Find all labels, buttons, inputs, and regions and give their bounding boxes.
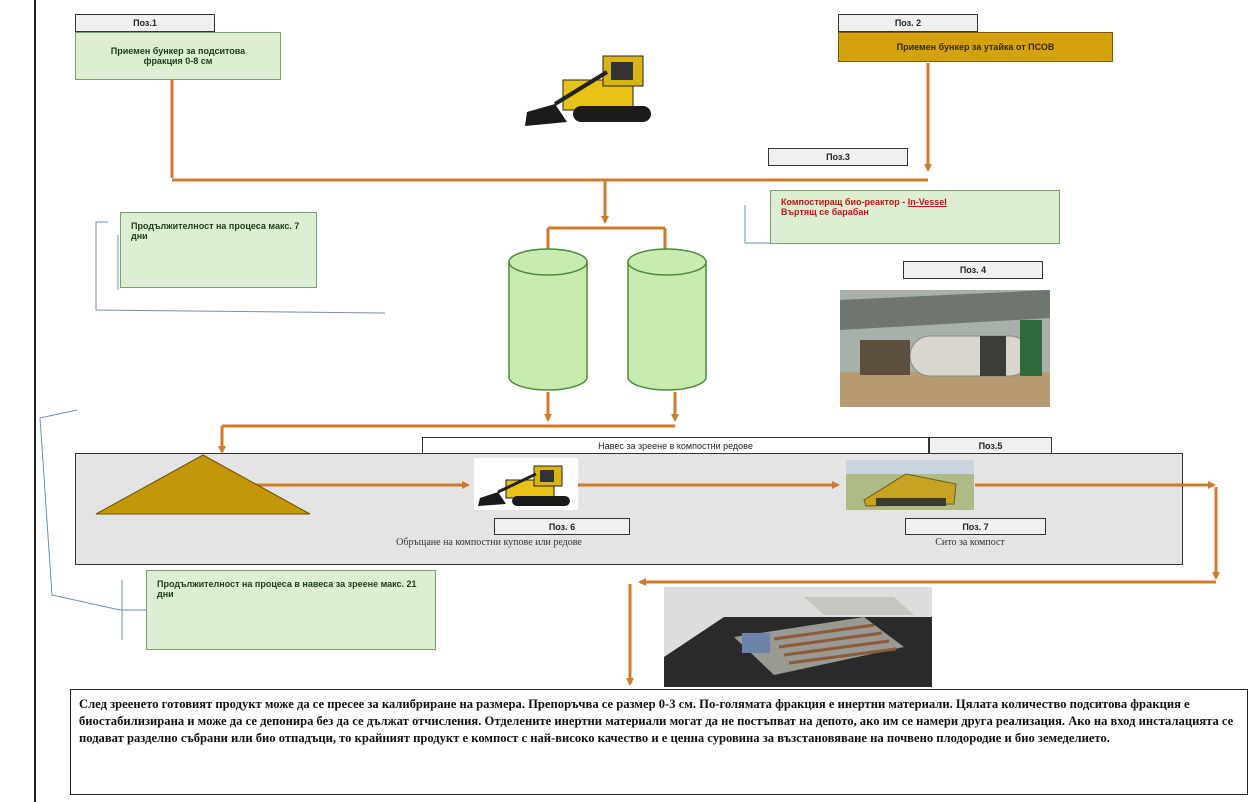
description-text: След зреенето готовият продукт може да с… [79, 697, 1234, 745]
duration-shed-box: Продължителност на процеса в навеса за з… [146, 570, 436, 650]
bioreactor-tanks [508, 248, 707, 391]
pos1-tag: Поз.1 [75, 14, 215, 32]
turner-loader-image [474, 458, 578, 510]
bioreactor-tank-right [627, 261, 707, 391]
pos2-hopper-box: Приемен бункер за утайка от ПСОВ [838, 32, 1113, 62]
page-border-line [34, 0, 36, 802]
compost-pile-triangle [95, 454, 311, 515]
pos3-tag: Поз.3 [768, 148, 908, 166]
reactor-text-end: Въртящ се барабан [781, 207, 869, 217]
pos7-caption: Сито за компост [935, 537, 1005, 548]
duration-bioreactor-box: Продължителност на процеса макс. 7 дни [120, 212, 317, 288]
pos4-tag: Поз. 4 [903, 261, 1043, 279]
pos2-hopper-label: Приемен бункер за утайка от ПСОВ [896, 42, 1055, 52]
compost-screen-photo [846, 460, 974, 510]
rotating-drum-photo [840, 290, 1050, 407]
skid-loader-image [515, 42, 665, 130]
shed-title: Навес за зреене в компостни редове [422, 437, 929, 454]
pos7-tag: Поз. 7 [905, 518, 1046, 535]
bioreactor-tank-left [508, 261, 588, 391]
pos2-tag: Поз. 2 [838, 14, 978, 32]
pos5-tag: Поз.5 [929, 437, 1052, 454]
pos6-tag: Поз. 6 [494, 518, 630, 535]
pos1-hopper-box: Приемен бункер за подситова фракция 0-8 … [75, 32, 281, 80]
description-box: След зреенето готовият продукт може да с… [70, 689, 1248, 795]
duration-shed-text: Продължителност на процеса в навеса за з… [157, 579, 417, 599]
reactor-link-in-vessel[interactable]: In-Vessel [907, 197, 947, 207]
callout-lines [39, 205, 770, 640]
facility-render-image [664, 587, 932, 687]
reactor-description-box: Компостиращ био-реактор - In-Vessel Върт… [770, 190, 1060, 244]
shed-title-text: Навес за зреене в компостни редове [598, 440, 753, 451]
duration-bioreactor-text: Продължителност на процеса макс. 7 дни [131, 221, 300, 241]
pos6-caption: Обръщане на компостни купове или редове [396, 537, 582, 548]
pos1-hopper-label: Приемен бункер за подситова фракция 0-8 … [110, 46, 246, 66]
reactor-text-start: Компостиращ био-реактор - [781, 197, 908, 207]
